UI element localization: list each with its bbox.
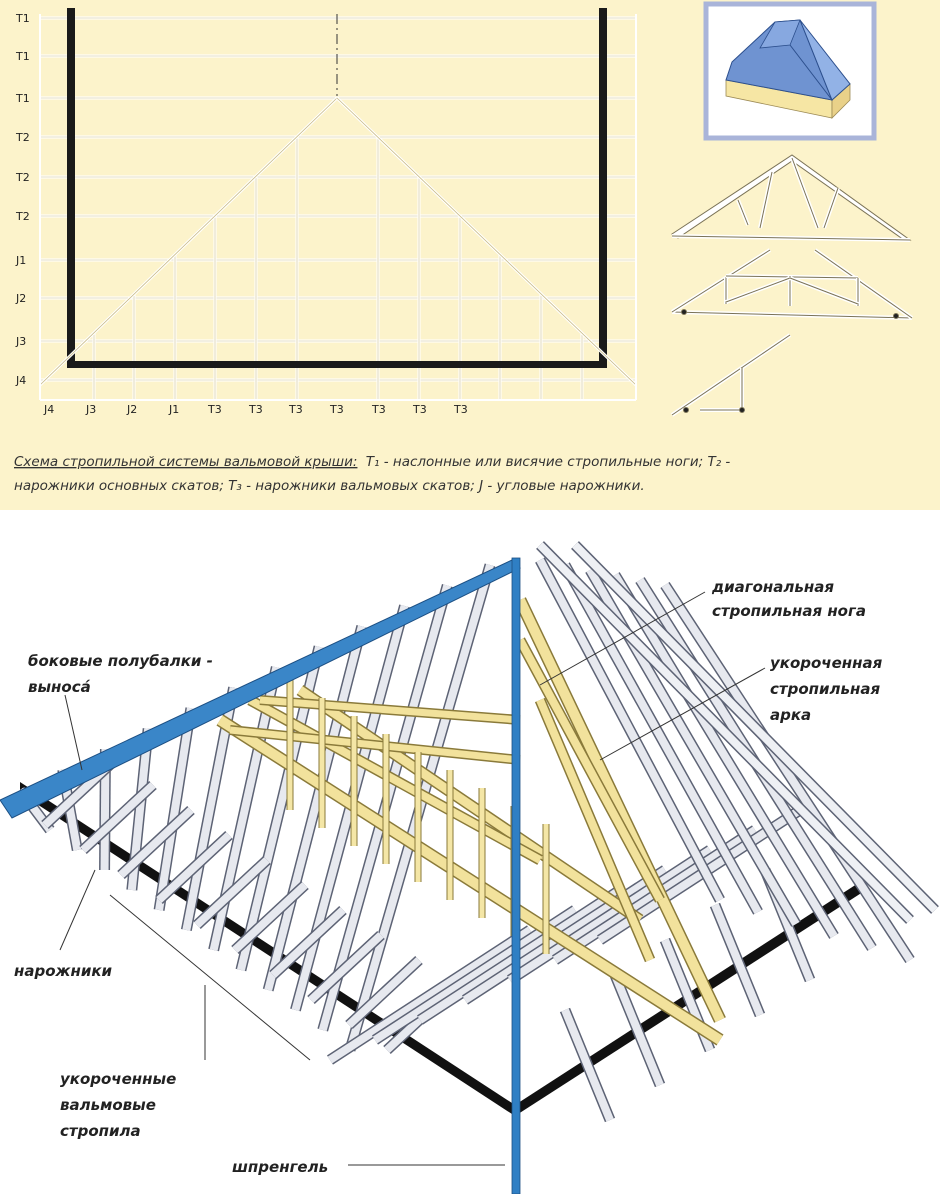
row-label: T2	[15, 171, 30, 184]
row-label: T2	[15, 131, 30, 144]
eave-rafter	[80, 782, 156, 853]
plan-hip-right-edge	[336, 97, 637, 386]
col-label: T3	[288, 403, 303, 416]
eave-rafter	[118, 807, 194, 878]
row-label: T1	[15, 50, 30, 63]
hip-roof-isometric-diagram: диагональная стропильная нога укороченна…	[0, 541, 939, 1195]
col-label: T3	[329, 403, 344, 416]
col-label: T3	[453, 403, 468, 416]
frame-beam	[229, 726, 521, 764]
col-label: J1	[168, 403, 179, 416]
right-rafter	[561, 563, 762, 914]
frame-beam	[217, 715, 723, 1045]
right-rafter	[611, 572, 838, 939]
frame-beam	[259, 696, 521, 724]
eave-rafter	[232, 882, 308, 953]
frame-beam	[516, 638, 664, 902]
outer-rafter	[537, 542, 913, 923]
plan-bottom-beam	[67, 361, 607, 368]
truss-type-b-icon	[670, 248, 914, 320]
eave-rafter	[346, 957, 422, 1028]
caption-line-1: Схема стропильной системы вальмовой крыш…	[14, 454, 730, 470]
col-label: T3	[371, 403, 386, 416]
rafter-plan-diagram: T1 T1 T1 T2 T2 T2 J1 J2 J3 J4 J4 J3 J2 J…	[14, 1, 914, 494]
isometric-section: диагональная стропильная нога укороченна…	[0, 510, 940, 1195]
caption-line-2: нарожники основных скатов; T₃ - нарожник…	[14, 478, 645, 494]
plan-left-wall	[67, 8, 75, 368]
row-label: J2	[15, 292, 26, 305]
label-jack-rafters: нарожники	[14, 962, 113, 980]
hip-jack-r	[561, 1008, 614, 1122]
hip-roof-house-icon	[703, 1, 877, 141]
rafter	[155, 707, 195, 911]
label-short-arch-3: арка	[770, 706, 811, 724]
frame-beam	[515, 597, 725, 1023]
col-label: J2	[126, 403, 137, 416]
eave-rafter	[194, 857, 270, 928]
label-short-arch-1: укороченная	[770, 654, 883, 672]
common-rafters-right	[535, 541, 939, 964]
right-rafter	[536, 558, 724, 902]
label-short-hip-1: укороченные	[60, 1070, 176, 1088]
row-label: T2	[15, 210, 30, 223]
row-label: T1	[15, 92, 30, 105]
plan-horizontal-lines	[40, 16, 636, 382]
frame-beam	[248, 696, 542, 864]
outer-rafter	[572, 542, 938, 913]
label-diagonal-rafter-2: стропильная нога	[712, 602, 866, 620]
eave-rafter	[270, 907, 346, 978]
label-short-hip-3: стропила	[60, 1122, 141, 1140]
eave-rafter	[308, 932, 384, 1003]
label-short-hip-2: вальмовые	[60, 1096, 156, 1114]
rafter	[264, 625, 366, 991]
hip-jack	[327, 926, 533, 1064]
row-label: J1	[15, 254, 26, 267]
center-post	[511, 557, 521, 1195]
label-diagonal-rafter-1: диагональная	[711, 578, 834, 596]
hip-jack-r	[711, 903, 764, 1017]
leader-lines	[59, 591, 766, 1166]
plan-bottom-labels: J4 J3 J2 J1 T3 T3 T3 T3 T3 T3 T3	[43, 403, 468, 416]
hip-jack	[507, 846, 713, 984]
truss-type-a-icon	[671, 154, 912, 242]
row-label: T1	[15, 12, 30, 25]
plan-section: T1 T1 T1 T2 T2 T2 J1 J2 J3 J4 J4 J3 J2 J…	[0, 0, 940, 510]
row-label: J4	[15, 374, 26, 387]
col-label: T3	[412, 403, 427, 416]
plan-hip-left-edge	[39, 97, 338, 386]
plan-right-wall	[599, 8, 607, 368]
lean-to-rafter-icon	[670, 333, 792, 417]
caption-title: Схема стропильной системы вальмовой крыш…	[14, 454, 357, 470]
hip-jack-r	[611, 973, 664, 1087]
label-short-arch-2: стропильная	[770, 680, 880, 698]
col-label: J3	[85, 403, 96, 416]
plan-row-labels: T1 T1 T1 T2 T2 T2 J1 J2 J3 J4	[15, 12, 30, 387]
eave-rafter	[156, 832, 232, 903]
col-label: T3	[207, 403, 222, 416]
label-shprengel: шпренгель	[232, 1158, 328, 1176]
col-label: T3	[248, 403, 263, 416]
label-side-beams-1: боковые полубалки -	[28, 652, 213, 670]
row-label: J3	[15, 335, 26, 348]
frame-beam	[536, 698, 654, 962]
support-frame	[216, 597, 726, 1046]
col-label: J4	[43, 403, 54, 416]
caption-line1-rest: T₁ - наслонные или висячие стропильные н…	[366, 454, 731, 470]
label-side-beams-2: выноса́	[28, 678, 91, 696]
right-rafter	[661, 582, 914, 963]
